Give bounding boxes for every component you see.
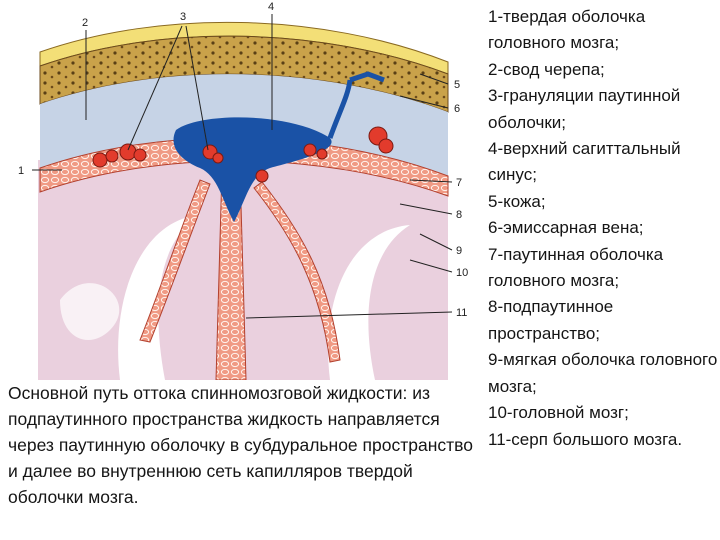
legend-item: 9-мягкая оболочка головного мозга; (488, 350, 718, 396)
leader-lines (32, 14, 453, 319)
meninges-diagram: 1 2 3 4 5 6 7 8 9 10 11 (18, 1, 468, 380)
label-3: 3 (180, 11, 186, 23)
legend-list: 1-твердая оболочка головного мозга; 2-св… (488, 4, 718, 453)
label-8: 8 (456, 209, 462, 221)
sagittal-sinus (173, 117, 332, 222)
caption-text: Основной путь оттока спинномозговой жидк… (8, 383, 473, 507)
emissary-vein (327, 71, 385, 139)
legend-item: 10-головной мозг; (488, 403, 629, 423)
label-6: 6 (454, 103, 460, 115)
label-10: 10 (456, 267, 468, 279)
label-1: 1 (18, 165, 24, 177)
label-2: 2 (82, 17, 88, 29)
legend-item: 3-грануляции паутинной оболочки; (488, 86, 681, 132)
legend-item: 1-твердая оболочка головного мозга; (488, 7, 646, 53)
legend-item: 7-паутинная оболочка головного мозга; (488, 244, 664, 291)
legend-item: 2-свод черепа; (488, 59, 605, 79)
label-5: 5 (454, 79, 460, 91)
label-9: 9 (456, 245, 462, 257)
label-11: 11 (456, 307, 467, 319)
legend-item: 4-верхний сагиттальный синус; (488, 139, 681, 185)
legend-item: 6-эмиссарная вена; (488, 218, 644, 238)
label-7: 7 (456, 177, 462, 189)
legend-item: 8-подпаутинное пространство; (488, 297, 614, 343)
legend-item: 11-серп большого мозга. (488, 429, 683, 449)
legend-item: 5-кожа; (488, 191, 546, 211)
label-4: 4 (268, 1, 274, 13)
arachnoid-granulations (92, 126, 394, 183)
